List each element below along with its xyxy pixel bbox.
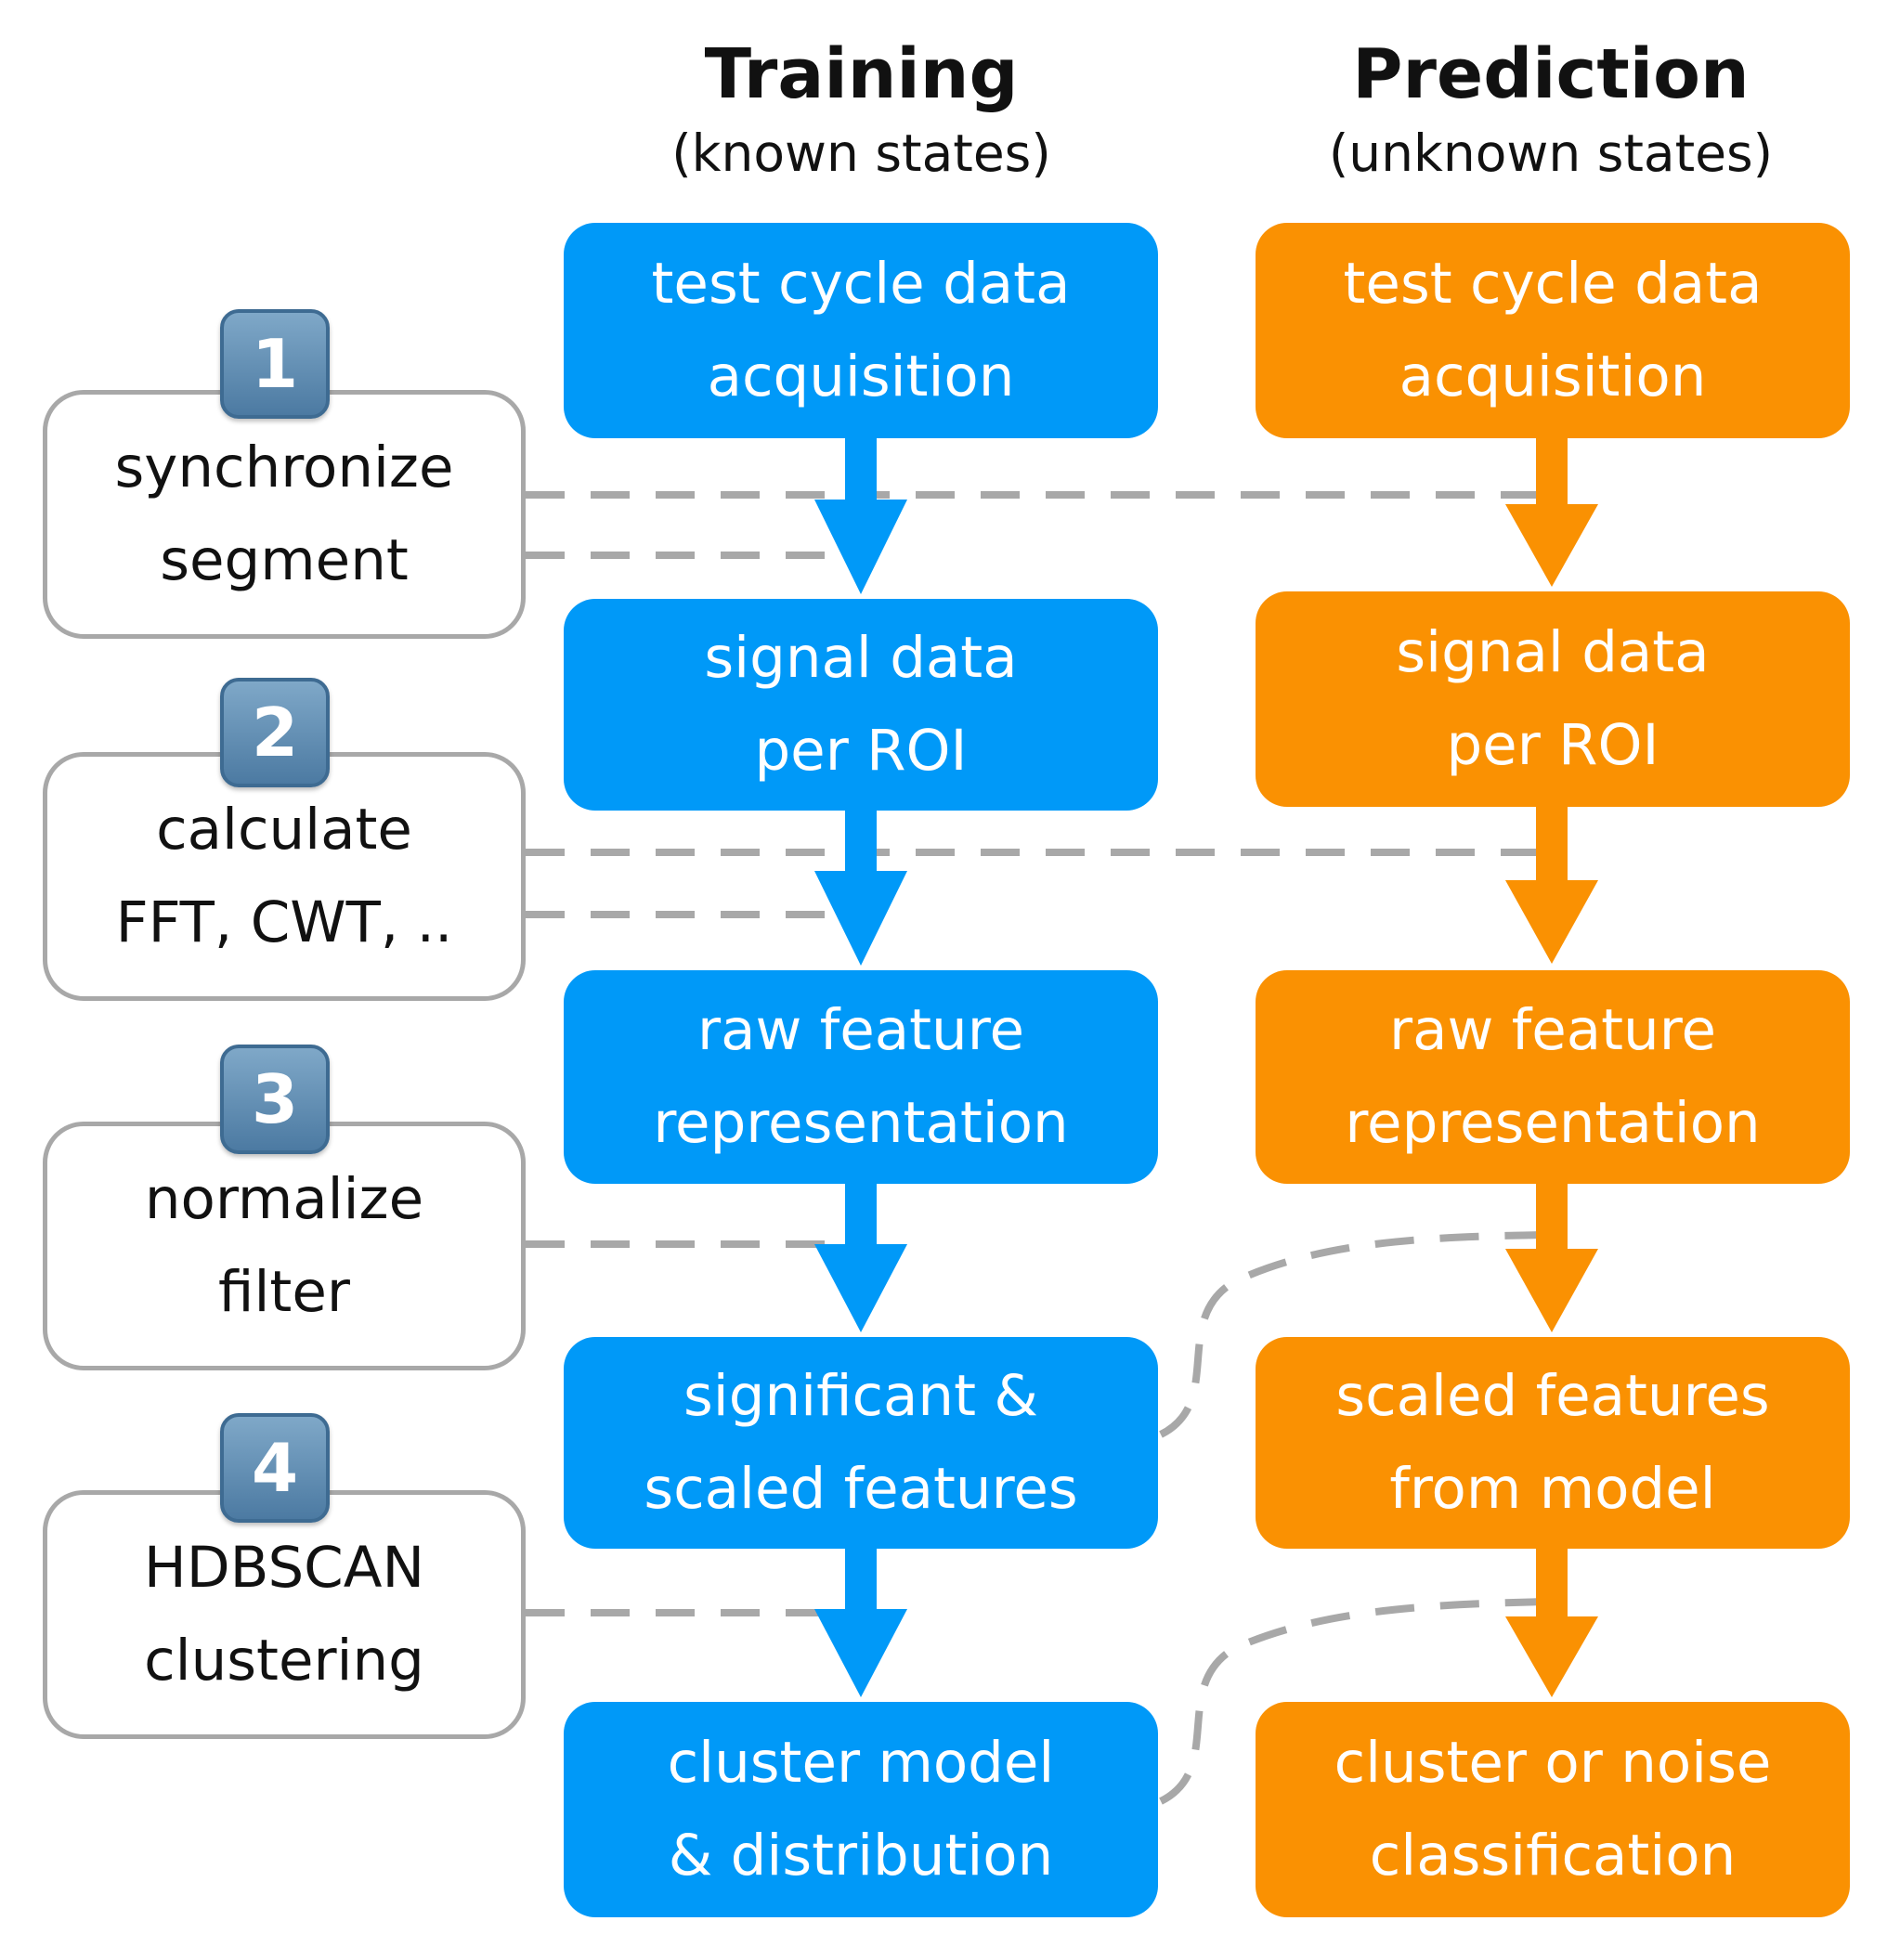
training-box-raw-features: raw feature representation [564, 970, 1158, 1184]
step-3-badge: 3 [220, 1045, 330, 1154]
prediction-subtitle: (unknown states) [1328, 123, 1774, 183]
prediction-title: Prediction [1352, 34, 1750, 114]
arrow-down-icon [1505, 1546, 1598, 1697]
training-arrows [814, 436, 907, 1697]
prediction-box-signal-data: signal data per ROI [1256, 591, 1850, 807]
connector-model-to-prediction [1159, 1598, 1547, 1805]
step-1-badge: 1 [220, 309, 330, 419]
prediction-box-scaled-features: scaled features from model [1256, 1337, 1850, 1549]
arrow-down-icon [814, 1181, 907, 1332]
arrow-down-icon [1505, 436, 1598, 587]
connector-features-to-prediction [1159, 1231, 1547, 1438]
arrow-down-icon [814, 436, 907, 594]
prediction-arrows [1505, 436, 1598, 1697]
step-4-badge: 4 [220, 1413, 330, 1523]
arrow-down-icon [1505, 1181, 1598, 1332]
arrow-down-icon [1505, 803, 1598, 964]
prediction-box-acquisition: test cycle data acquisition [1256, 223, 1850, 438]
training-subtitle: (known states) [671, 123, 1051, 183]
prediction-header: Prediction (unknown states) [1249, 32, 1853, 190]
training-title: Training [704, 34, 1019, 114]
training-box-scaled-features: significant & scaled features [564, 1337, 1158, 1549]
step-4-box: HDBSCAN clustering [43, 1490, 526, 1739]
arrow-down-icon [814, 1546, 907, 1697]
arrow-down-icon [814, 808, 907, 966]
training-box-signal-data: signal data per ROI [564, 599, 1158, 811]
step-3-box: normalize filter [43, 1122, 526, 1370]
training-box-cluster-model: cluster model & distribution [564, 1702, 1158, 1917]
prediction-box-raw-features: raw feature representation [1256, 970, 1850, 1184]
step-2-badge: 2 [220, 678, 330, 787]
step-2-box: calculate FFT, CWT, .. [43, 752, 526, 1001]
training-box-acquisition: test cycle data acquisition [564, 223, 1158, 438]
step-1-box: synchronize segment [43, 390, 526, 639]
training-header: Training (known states) [576, 32, 1147, 190]
prediction-box-classification: cluster or noise classification [1256, 1702, 1850, 1917]
